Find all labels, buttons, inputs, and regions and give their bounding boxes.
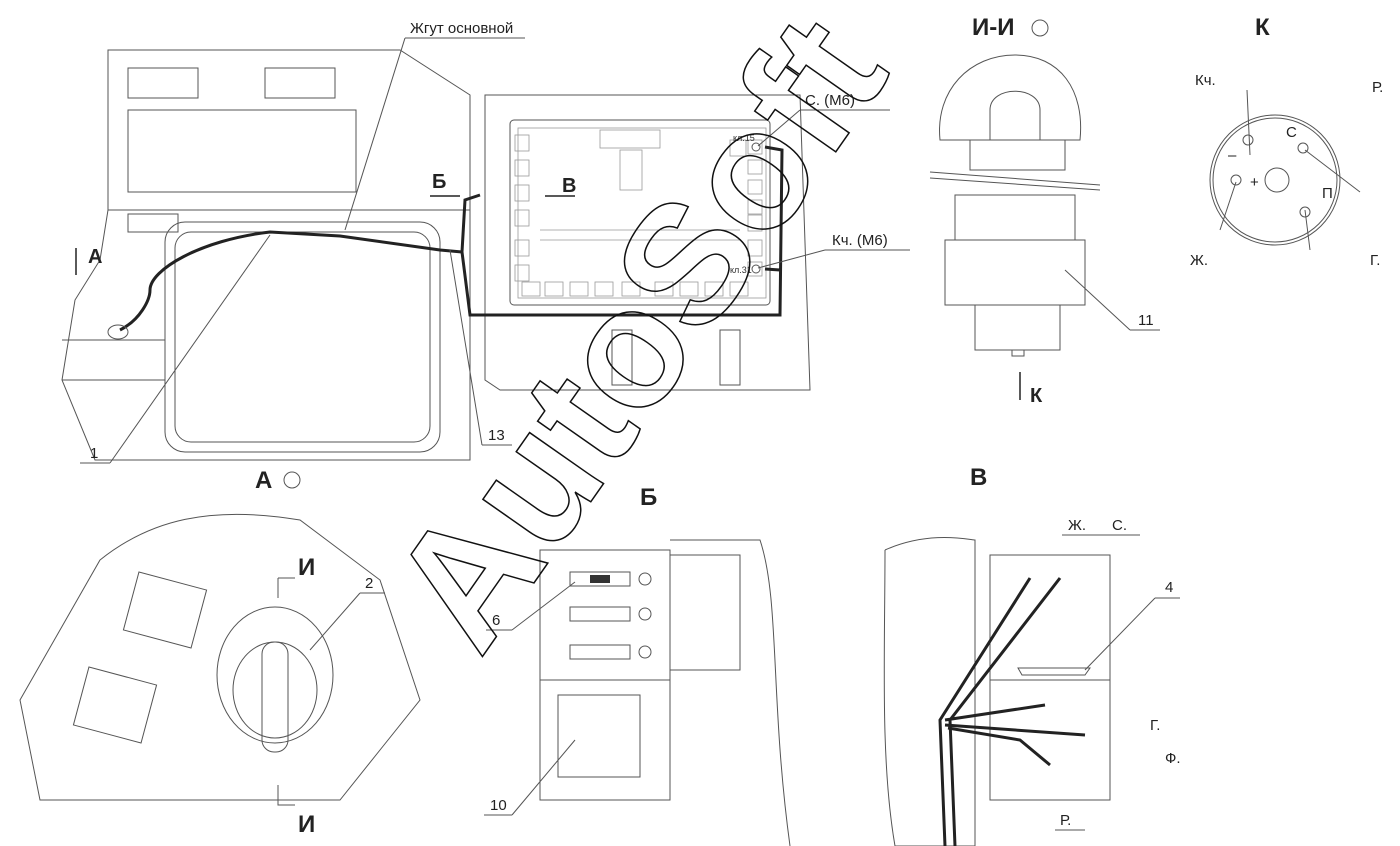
view-a-title: А xyxy=(255,467,272,494)
fuse-board-components xyxy=(514,129,763,386)
view-k-p: П xyxy=(1322,185,1333,202)
relay-wiring-drawing xyxy=(883,537,1111,846)
switch-terminal-face xyxy=(1209,114,1341,246)
view-k-kch: Кч. xyxy=(1195,72,1216,89)
harness-end-connector xyxy=(107,324,129,340)
view-k-minus: – xyxy=(1228,147,1237,164)
terminal-c-label: С. (М6) xyxy=(805,92,855,109)
section-mark-top: И xyxy=(298,554,315,581)
callout-2: 2 xyxy=(365,575,373,592)
view-k-c: С xyxy=(1286,124,1297,141)
terminal-kch-label: Кч. (М6) xyxy=(832,232,888,249)
view-v-zh: Ж. xyxy=(1068,517,1086,534)
callout-10: 10 xyxy=(490,797,507,814)
view-k-title: К xyxy=(1255,14,1270,41)
kl15-label: кл.15 xyxy=(733,133,755,143)
ignition-switch[interactable] xyxy=(216,606,334,744)
view-k-zh: Ж. xyxy=(1190,252,1208,269)
harness-label: Жгут основной xyxy=(410,20,513,37)
dashboard-outline xyxy=(19,513,421,801)
view-k-g: Г. xyxy=(1370,252,1380,269)
view-v-f: Ф. xyxy=(1165,750,1181,767)
arrow-b-label: Б xyxy=(432,171,446,193)
arrow-a-label: А xyxy=(88,246,102,268)
cabin-panel-drawing xyxy=(61,49,811,461)
view-k-plus: + xyxy=(1250,174,1259,191)
callout-1: 1 xyxy=(90,445,98,462)
arrow-v-label: В xyxy=(562,175,576,197)
relay-panel-drawing xyxy=(539,539,791,846)
view-v-title: В xyxy=(970,464,987,491)
harness-branch xyxy=(460,145,784,317)
view-b-title: Б xyxy=(640,484,657,511)
section-ii-title: И-И xyxy=(972,14,1015,41)
view-v-g: Г. xyxy=(1150,717,1160,734)
main-harness xyxy=(119,193,481,332)
callout-13: 13 xyxy=(488,427,505,444)
view-v-s: С. xyxy=(1112,517,1127,534)
callout-6: 6 xyxy=(492,612,500,629)
view-k-r: Р. xyxy=(1372,79,1383,96)
section-mark-bottom: И xyxy=(298,811,315,838)
kl31-label: кл.31 xyxy=(730,265,752,275)
callout-11: 11 xyxy=(1138,312,1154,329)
arrow-k-label: К xyxy=(1030,385,1043,407)
switch-section-drawing xyxy=(929,54,1101,357)
callout-4: 4 xyxy=(1165,579,1173,596)
view-v-r: Р. xyxy=(1060,812,1071,829)
